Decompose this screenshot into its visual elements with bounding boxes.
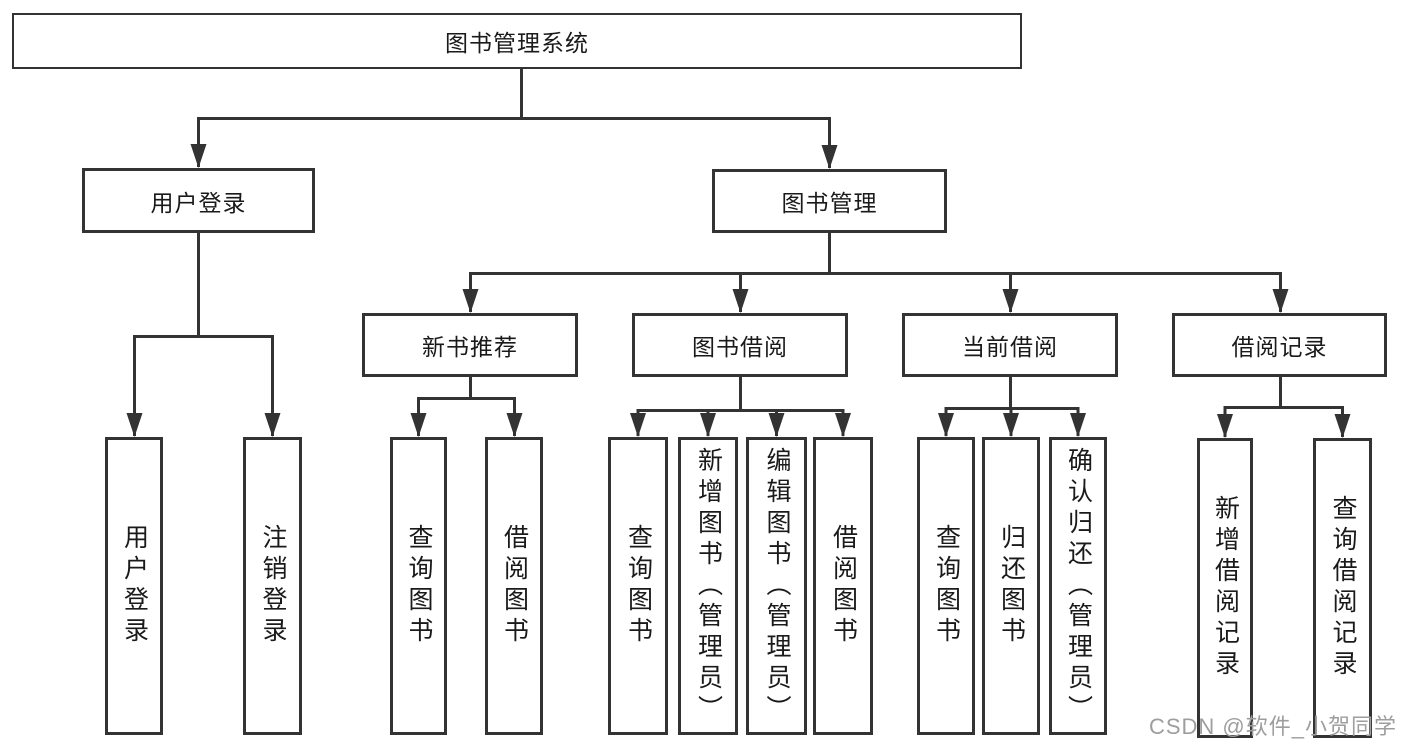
leaf-logout-login: 注销登录 bbox=[243, 437, 302, 735]
node-label: 编辑图书（管理员） bbox=[763, 446, 791, 726]
leaf-user-login: 用户登录 bbox=[105, 437, 163, 735]
node-book-management: 图书管理 bbox=[712, 169, 947, 233]
node-book-borrow: 图书借阅 bbox=[632, 313, 848, 377]
leaf-query-borrow-record: 查询借阅记录 bbox=[1313, 438, 1372, 738]
node-label: 新增图书（管理员） bbox=[694, 446, 723, 726]
leaf-add-borrow-record: 新增借阅记录 bbox=[1197, 438, 1253, 738]
node-label: 查询图书 bbox=[932, 524, 961, 648]
node-current-borrow: 当前借阅 bbox=[902, 313, 1118, 377]
node-label: 用户登录 bbox=[150, 189, 247, 216]
leaf-query-books-borrow: 查询图书 bbox=[608, 437, 668, 735]
node-new-book-recommend: 新书推荐 bbox=[362, 313, 578, 377]
node-label: 借阅记录 bbox=[1231, 334, 1328, 360]
node-label: 注销登录 bbox=[259, 524, 287, 648]
node-label: 新增借阅记录 bbox=[1211, 495, 1240, 681]
node-label: 图书管理系统 bbox=[445, 30, 589, 56]
watermark: CSDN @软件_小贺同学 bbox=[1148, 714, 1397, 739]
node-label: 查询图书 bbox=[405, 524, 433, 648]
node-label: 查询图书 bbox=[624, 524, 653, 648]
leaf-add-books-admin: 新增图书（管理员） bbox=[678, 437, 738, 735]
leaf-query-books-recommend: 查询图书 bbox=[390, 437, 447, 735]
node-label: 借阅图书 bbox=[829, 524, 858, 648]
node-label: 确认归还（管理员） bbox=[1064, 446, 1093, 726]
node-label: 当前借阅 bbox=[962, 334, 1058, 360]
leaf-confirm-return-admin: 确认归还（管理员） bbox=[1049, 437, 1107, 735]
node-label: 查询借阅记录 bbox=[1329, 495, 1357, 681]
node-label: 新书推荐 bbox=[422, 334, 518, 360]
leaf-edit-books-admin: 编辑图书（管理员） bbox=[746, 437, 807, 735]
node-label: 图书借阅 bbox=[692, 334, 788, 360]
leaf-return-books: 归还图书 bbox=[982, 437, 1040, 735]
leaf-borrow-books: 借阅图书 bbox=[813, 437, 873, 735]
node-label: 借阅图书 bbox=[500, 524, 529, 648]
node-borrow-records: 借阅记录 bbox=[1172, 313, 1387, 377]
node-root: 图书管理系统 bbox=[12, 13, 1022, 69]
leaf-query-books-current: 查询图书 bbox=[917, 437, 975, 735]
node-label: 用户登录 bbox=[120, 524, 149, 648]
node-label: 图书管理 bbox=[781, 190, 878, 216]
node-label: 归还图书 bbox=[997, 524, 1026, 648]
leaf-borrow-books-recommend: 借阅图书 bbox=[485, 437, 543, 735]
node-user-login: 用户登录 bbox=[82, 168, 315, 233]
